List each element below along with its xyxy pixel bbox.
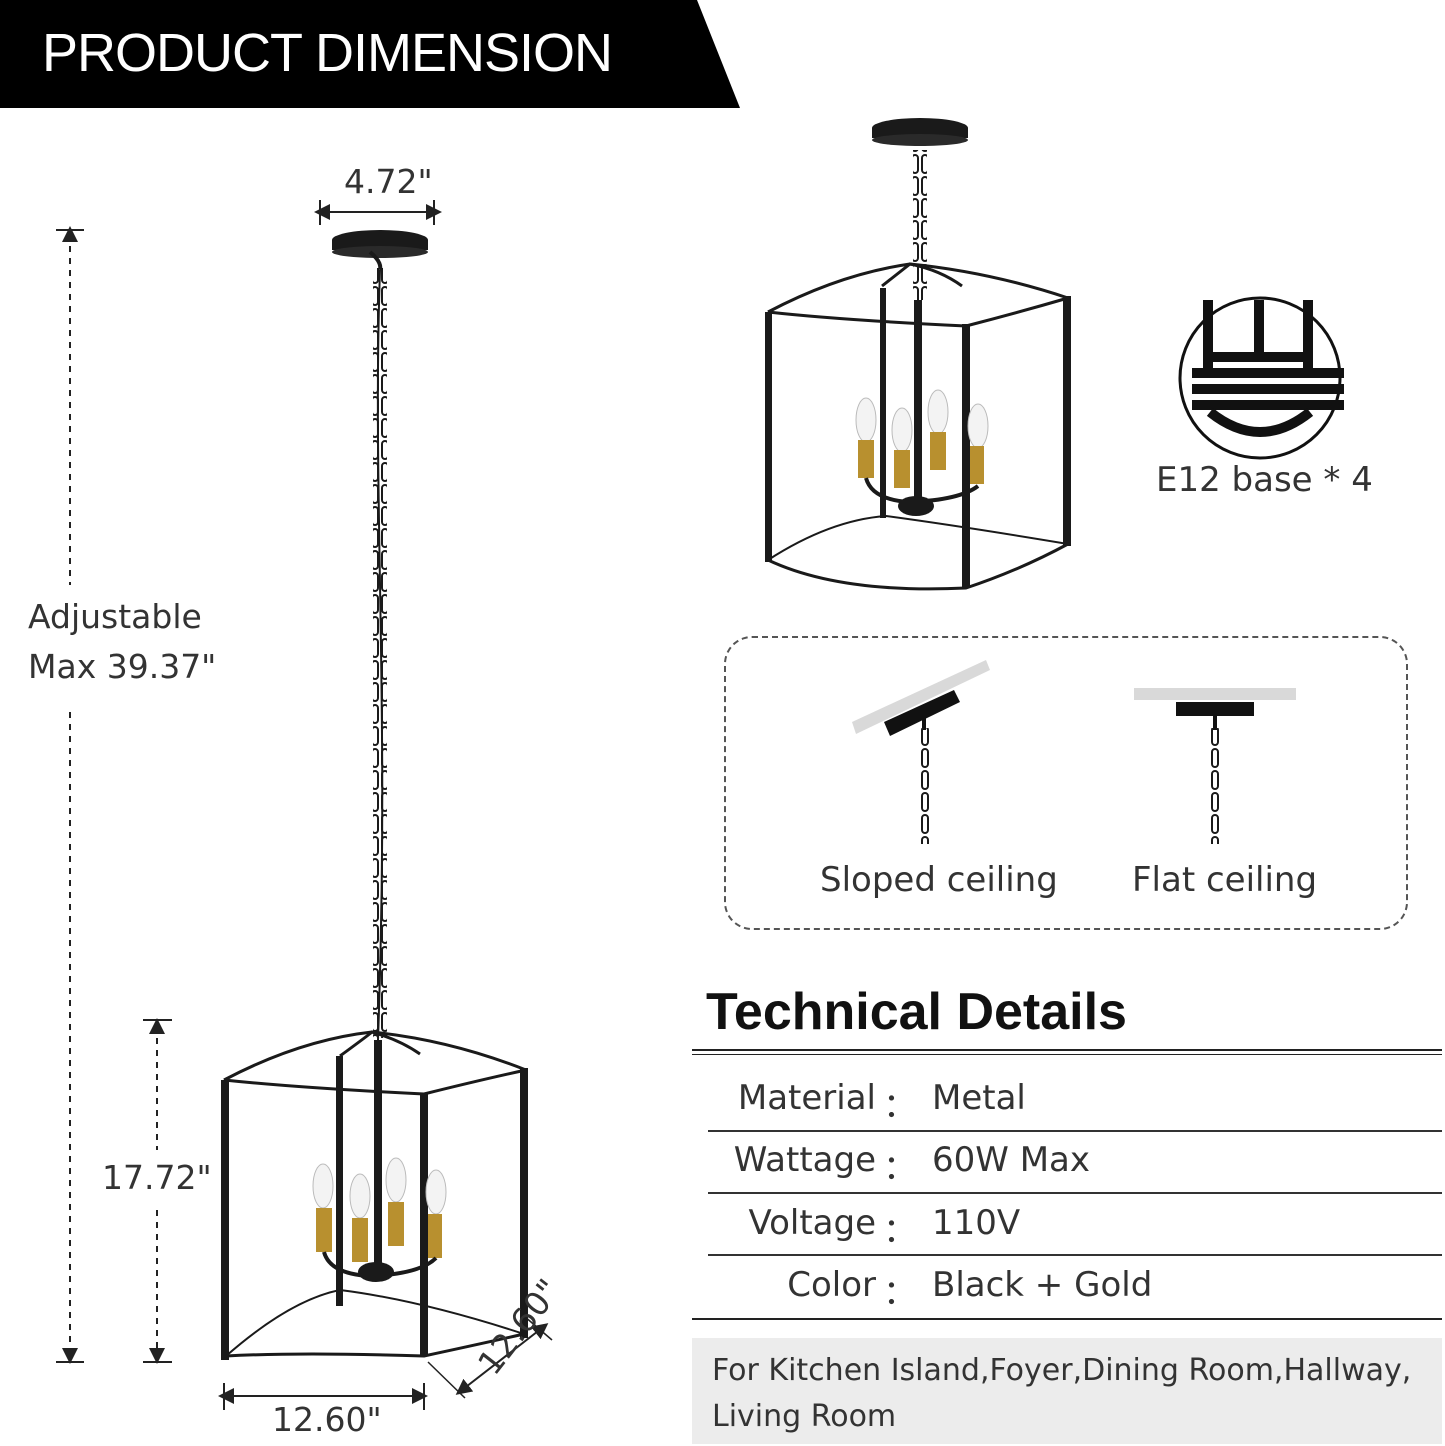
spec-value: 60W Max xyxy=(932,1140,1090,1180)
row-divider xyxy=(708,1254,1442,1256)
secondary-fixture-drawing xyxy=(765,118,1071,591)
uses-panel: For Kitchen Island,Foyer,Dining Room,Hal… xyxy=(692,1338,1442,1444)
height-label-line1: Adjustable xyxy=(28,597,202,636)
spec-value: Metal xyxy=(932,1078,1026,1118)
canopy-width-dimension xyxy=(314,200,442,225)
header-banner xyxy=(0,0,740,108)
spec-key: Voltage xyxy=(748,1203,876,1243)
total-height-dimension xyxy=(56,226,84,1364)
sloped-ceiling-icon xyxy=(852,660,990,844)
spec-colon: ： xyxy=(883,1148,917,1188)
uses-line-1: For Kitchen Island,Foyer,Dining Room,Hal… xyxy=(712,1353,1412,1388)
body-height-dimension xyxy=(143,1018,172,1364)
height-label-line2: Max 39.37" xyxy=(28,647,217,686)
flat-ceiling-icon xyxy=(1134,688,1296,844)
page-title: PRODUCT DIMENSION xyxy=(42,23,613,83)
spec-colon: ： xyxy=(883,1273,917,1313)
body-height-label: 17.72" xyxy=(102,1158,212,1197)
canopy-width-label: 4.72" xyxy=(344,162,433,201)
title-divider xyxy=(692,1049,1442,1051)
technical-details-title: Technical Details xyxy=(706,983,1127,1041)
spec-colon: ： xyxy=(883,1211,917,1251)
e12-base-icon xyxy=(1178,296,1344,460)
spec-key: Wattage xyxy=(733,1140,876,1180)
body-width-label: 12.60" xyxy=(272,1400,382,1439)
table-bottom-rule xyxy=(692,1318,1442,1320)
row-divider xyxy=(708,1192,1442,1194)
sloped-ceiling-label: Sloped ceiling xyxy=(820,860,1058,900)
title-divider-thin xyxy=(692,1054,1442,1055)
flat-ceiling-label: Flat ceiling xyxy=(1132,860,1318,900)
uses-line-2: Living Room xyxy=(712,1399,897,1434)
body-width-dimension xyxy=(218,1383,428,1410)
main-fixture-drawing xyxy=(221,230,528,1360)
row-divider xyxy=(708,1130,1442,1132)
spec-value: Black + Gold xyxy=(932,1265,1153,1305)
body-depth-dimension xyxy=(427,1315,553,1399)
spec-value: 110V xyxy=(932,1203,1021,1243)
bulb-label: E12 base * 4 xyxy=(1156,460,1373,500)
spec-key: Color xyxy=(787,1265,876,1305)
spec-key: Material xyxy=(737,1078,876,1118)
mounting-options-panel xyxy=(724,636,1408,930)
spec-colon: ： xyxy=(883,1086,917,1126)
